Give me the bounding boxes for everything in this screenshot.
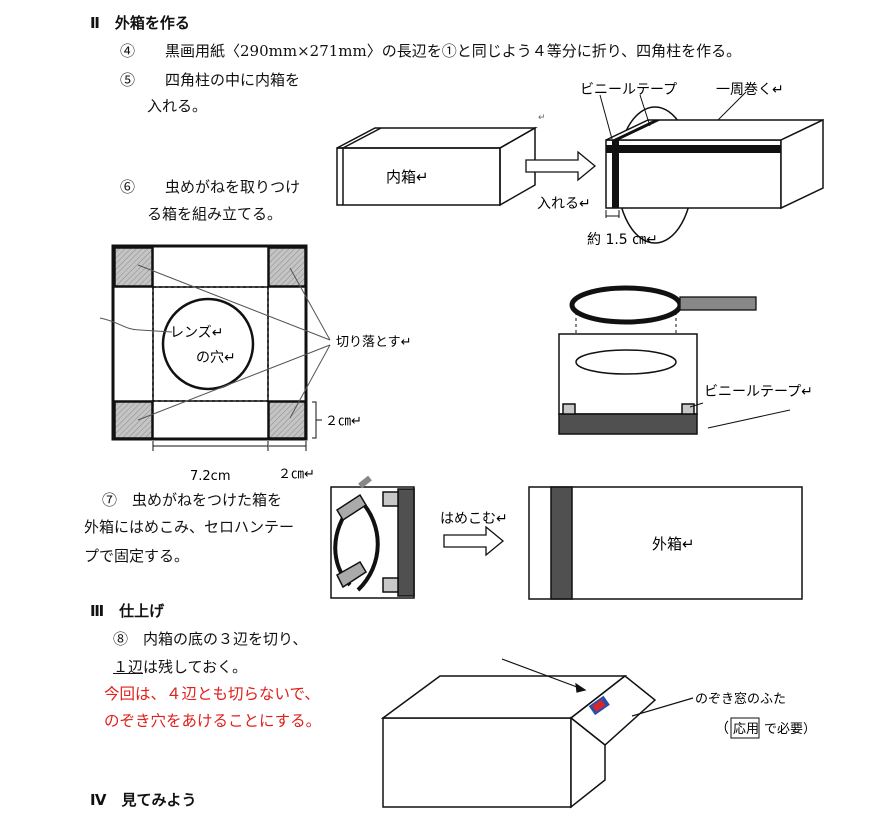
cut-off-label: 切り落とす↵	[336, 335, 412, 350]
applied-label: 応用	[733, 722, 759, 737]
board-outline	[111, 244, 308, 441]
step-5-line-1: ⑤ 四角柱の中に内箱を	[120, 71, 301, 89]
lens-hole-label-2: の穴↵	[196, 350, 236, 366]
lid-label: のぞき窓のふた	[695, 691, 786, 707]
insert-arrow	[525, 150, 597, 182]
fit-arrow	[443, 525, 505, 557]
lens-hole-circle	[161, 297, 255, 391]
dim-2cm-right: ２㎝↵	[325, 414, 362, 429]
wrap-once-label: 一周巻く↵	[716, 82, 784, 98]
insert-label: 入れる↵	[537, 196, 591, 212]
tape-pointer-2	[707, 409, 791, 429]
vinyl-tape-label-loupe: ビニールテープ↵	[704, 384, 813, 400]
outer-box-side-view	[528, 486, 803, 600]
outer-prism-drawing	[605, 106, 824, 244]
dimension-lines	[152, 401, 322, 451]
peek-window	[588, 695, 610, 716]
tape-pointers	[599, 91, 747, 218]
step-8-line-2-rest: は残しておく。	[143, 658, 248, 676]
finished-box-drawing	[380, 675, 657, 809]
cut-corners	[114, 247, 306, 439]
about-1-5cm-label: 約 1.5 ㎝↵	[587, 232, 658, 248]
tape-pointer	[689, 402, 704, 408]
red-note-line-1: 今回は、４辺とも切らないで、	[104, 685, 320, 703]
inner-box-label: 内箱↵	[386, 168, 429, 186]
step-8-line-1: ⑧ 内箱の底の３辺を切り、	[113, 630, 308, 648]
mount-box-drawing	[558, 333, 698, 435]
step-5-line-2: 入れる。	[147, 97, 208, 115]
applied-box	[730, 717, 760, 739]
section-3-heading: Ⅲ 仕上げ	[90, 602, 165, 620]
fit-in-label: はめこむ↵	[440, 511, 508, 527]
tape-band	[606, 120, 781, 208]
inner-box-drawing	[336, 126, 538, 207]
vinyl-tape-label-top: ビニールテープ	[580, 82, 677, 98]
step-8-underlined-side: １辺	[113, 658, 144, 676]
needed-label: で必要）	[764, 722, 816, 737]
red-note-line-2: のぞき穴をあけることにする。	[104, 712, 322, 730]
paragraph-mark: ↵	[538, 113, 546, 123]
step-7-line-3: プで固定する。	[84, 547, 190, 565]
lens-hole-label-1: レンズ↵	[170, 325, 223, 341]
dim-7-2cm: 7.2cm	[190, 469, 231, 484]
step-7-line-1: ⑦ 虫めがねをつけた箱を	[102, 491, 283, 509]
cut-off-pointers	[99, 264, 331, 421]
section-2-heading: Ⅱ 外箱を作る	[90, 14, 190, 32]
dim-2cm-bottom: ２㎝↵	[278, 467, 315, 482]
step-6-line-2: る箱を組み立てる。	[147, 205, 283, 223]
paren-open: （	[715, 721, 729, 737]
loupe-box-side-view	[330, 475, 415, 599]
step-6-line-1: ⑥ 虫めがねを取りつけ	[120, 178, 301, 196]
step-8-line-2: １辺は残しておく。	[113, 656, 247, 678]
section-4-heading: Ⅳ 見てみよう	[90, 791, 197, 809]
outer-box-label: 外箱↵	[652, 535, 695, 553]
final-pointers	[501, 658, 694, 717]
step-7-line-2: 外箱にはめこみ、セロハンテー	[84, 518, 295, 536]
step-4-text: ④ 黒画用紙〈290mm×271mm〉の長辺を①と同じよう４等分に折り、四角柱を…	[120, 42, 742, 60]
